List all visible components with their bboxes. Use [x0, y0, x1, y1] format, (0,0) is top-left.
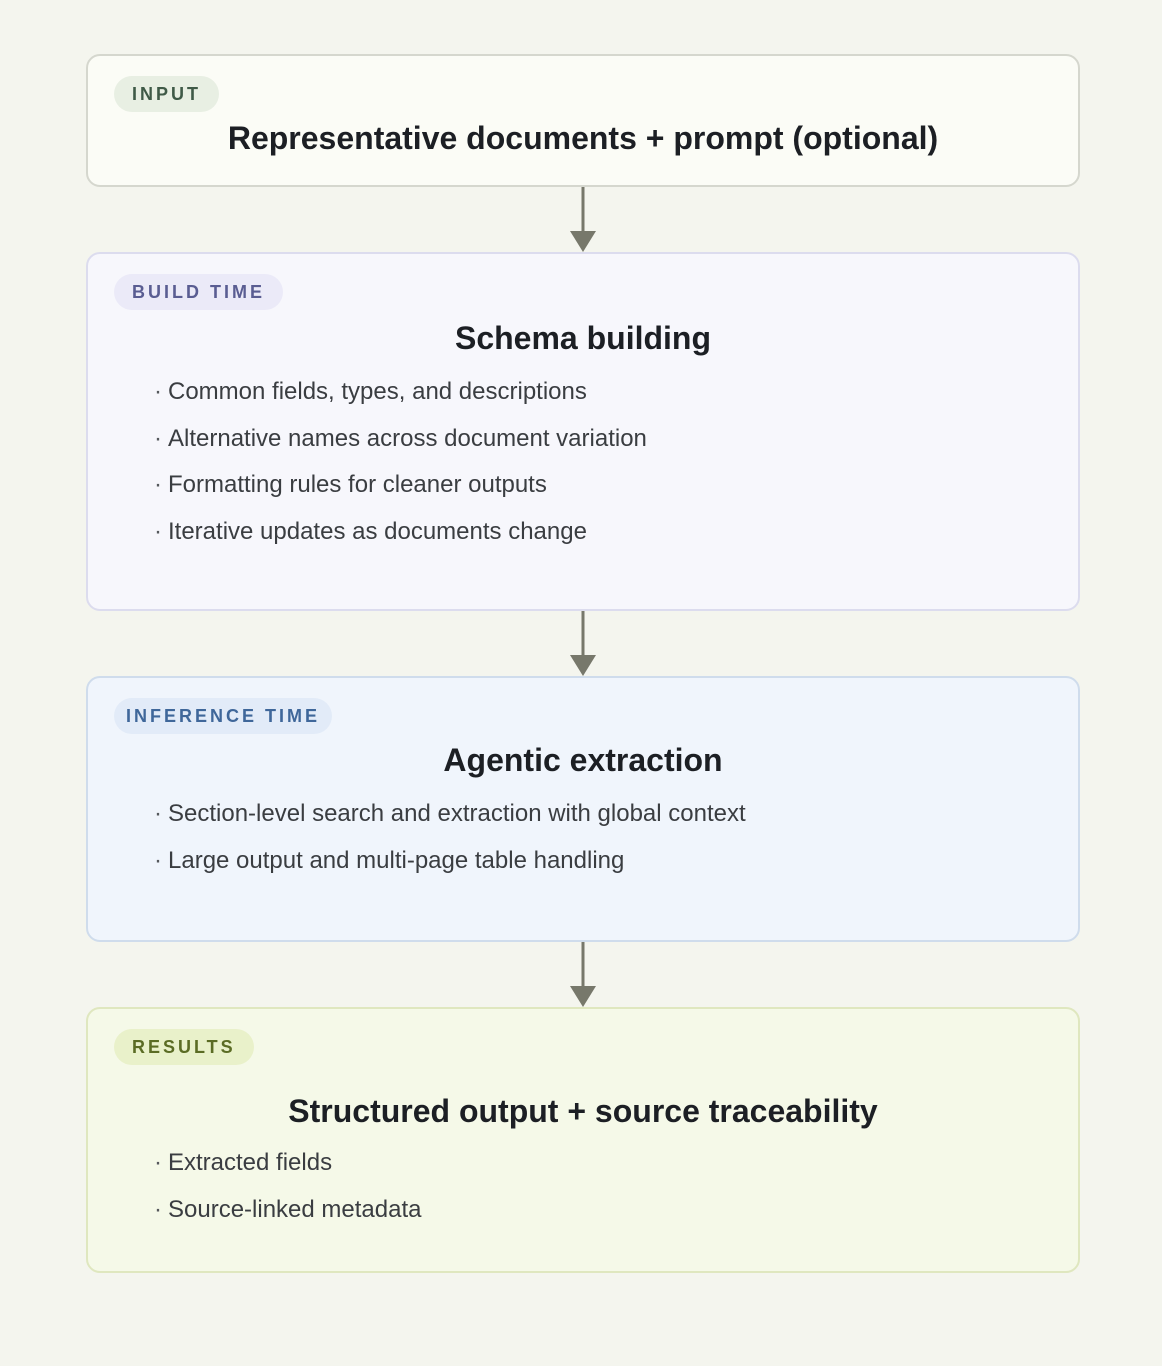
list-item: ·Source-linked metadata: [154, 1195, 422, 1223]
inference-stage-title: Agentic extraction: [443, 742, 723, 778]
list-item: ·Iterative updates as documents change: [154, 517, 587, 545]
list-item: ·Section-level search and extraction wit…: [154, 800, 746, 827]
list-item: ·Common fields, types, and descriptions: [154, 378, 587, 405]
bullet-icon: ·: [154, 471, 162, 498]
bullet-icon: ·: [154, 800, 162, 827]
bullet-icon: ·: [154, 1195, 162, 1223]
bullet-icon: ·: [154, 846, 162, 874]
bullet-icon: ·: [154, 517, 162, 545]
results-stage-box: RESULTS Structured output + source trace…: [86, 1007, 1080, 1273]
build-stage-title: Schema building: [454, 320, 712, 356]
bullet-icon: ·: [154, 424, 162, 452]
list-item: ·Extracted fields: [154, 1149, 333, 1176]
flow-arrow-inference-to-results: [570, 942, 596, 1007]
flow-arrow-input-to-build: [570, 187, 596, 252]
results-stage-list: ·Extracted fields ·Source-linked metadat…: [154, 1151, 421, 1244]
results-stage-tag: RESULTS: [114, 1029, 254, 1065]
bullet-icon: ·: [154, 1149, 162, 1176]
list-item: ·Formatting rules for cleaner outputs: [154, 471, 547, 498]
input-stage-title: Representative documents + prompt (optio…: [227, 120, 939, 156]
inference-stage-box: INFERENCE TIME Agentic extraction ·Secti…: [86, 676, 1080, 942]
input-stage-tag: INPUT: [114, 76, 219, 112]
list-item: ·Large output and multi-page table handl…: [154, 846, 625, 874]
inference-stage-tag: INFERENCE TIME: [114, 698, 333, 734]
results-stage-title: Structured output + source traceability: [288, 1093, 878, 1129]
build-stage-box: BUILD TIME Schema building ·Common field…: [86, 252, 1080, 611]
build-stage-tag: BUILD TIME: [114, 274, 283, 310]
build-stage-list: ·Common fields, types, and descriptions …: [154, 380, 647, 566]
input-stage-box: INPUT Representative documents + prompt …: [86, 54, 1080, 187]
flow-arrow-build-to-inference: [570, 611, 596, 676]
bullet-icon: ·: [154, 378, 162, 405]
list-item: ·Alternative names across document varia…: [154, 424, 647, 452]
inference-stage-list: ·Section-level search and extraction wit…: [154, 802, 746, 895]
